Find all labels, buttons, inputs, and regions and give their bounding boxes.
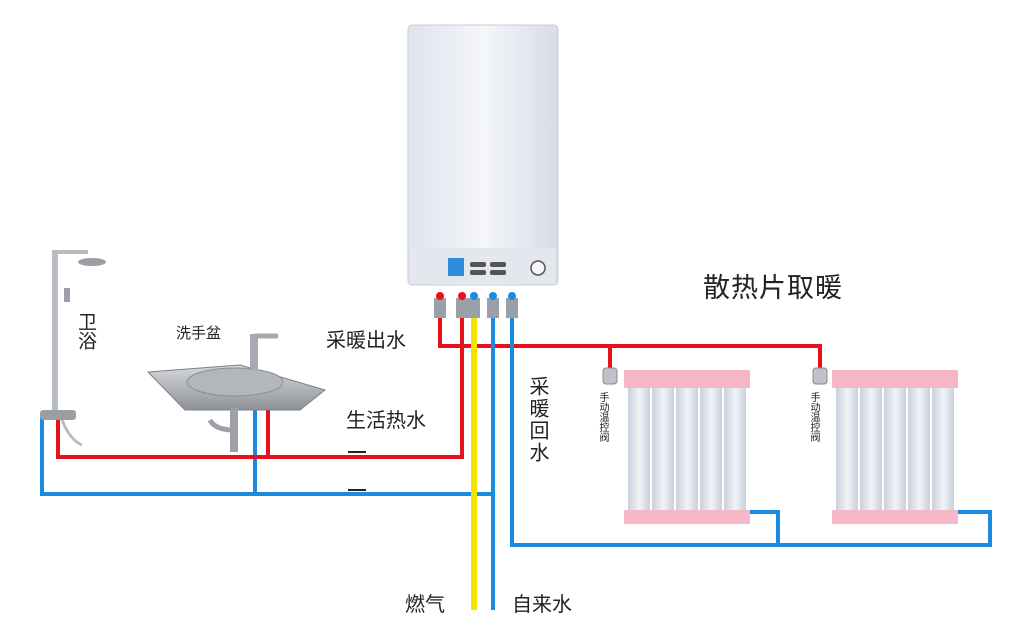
tap-water-label: 自来水: [512, 592, 572, 616]
wash-basin-label: 洗手盆: [176, 324, 222, 342]
radiator-icon: [832, 370, 958, 524]
wall-boiler-icon: [407, 24, 559, 318]
boiler-screen: [448, 258, 464, 276]
manual-valve-label-1: 手动温控阀: [597, 392, 608, 442]
heating-return-pipe: [510, 318, 992, 547]
cold-water-pipe: [40, 418, 493, 496]
domestic-hot-water-label: 生活热水: [346, 408, 426, 432]
manual-valve-label-2: 手动温控阀: [808, 392, 819, 442]
radiator-icon: [624, 370, 750, 524]
gas-label: 燃气: [405, 592, 445, 616]
sink-icon: [146, 333, 327, 452]
heating-return-label: 采暖回水: [526, 376, 550, 464]
radiator-heating-label: 散热片取暖: [703, 273, 843, 304]
bathroom-label: 卫浴: [75, 312, 97, 350]
thermostatic-valve-icon: [602, 367, 618, 385]
heating-outlet-label: 采暖出水: [326, 328, 406, 352]
thermostatic-valve-icon: [812, 367, 828, 385]
heating-outlet-pipe: [438, 318, 822, 378]
pressure-gauge-icon: [530, 260, 546, 276]
pipes: [40, 318, 992, 610]
boiler-connectors: [434, 292, 518, 318]
shower-icon: [40, 250, 106, 447]
heating-return-branch: [748, 510, 780, 545]
domestic-hot-water-pipe: [56, 318, 464, 459]
